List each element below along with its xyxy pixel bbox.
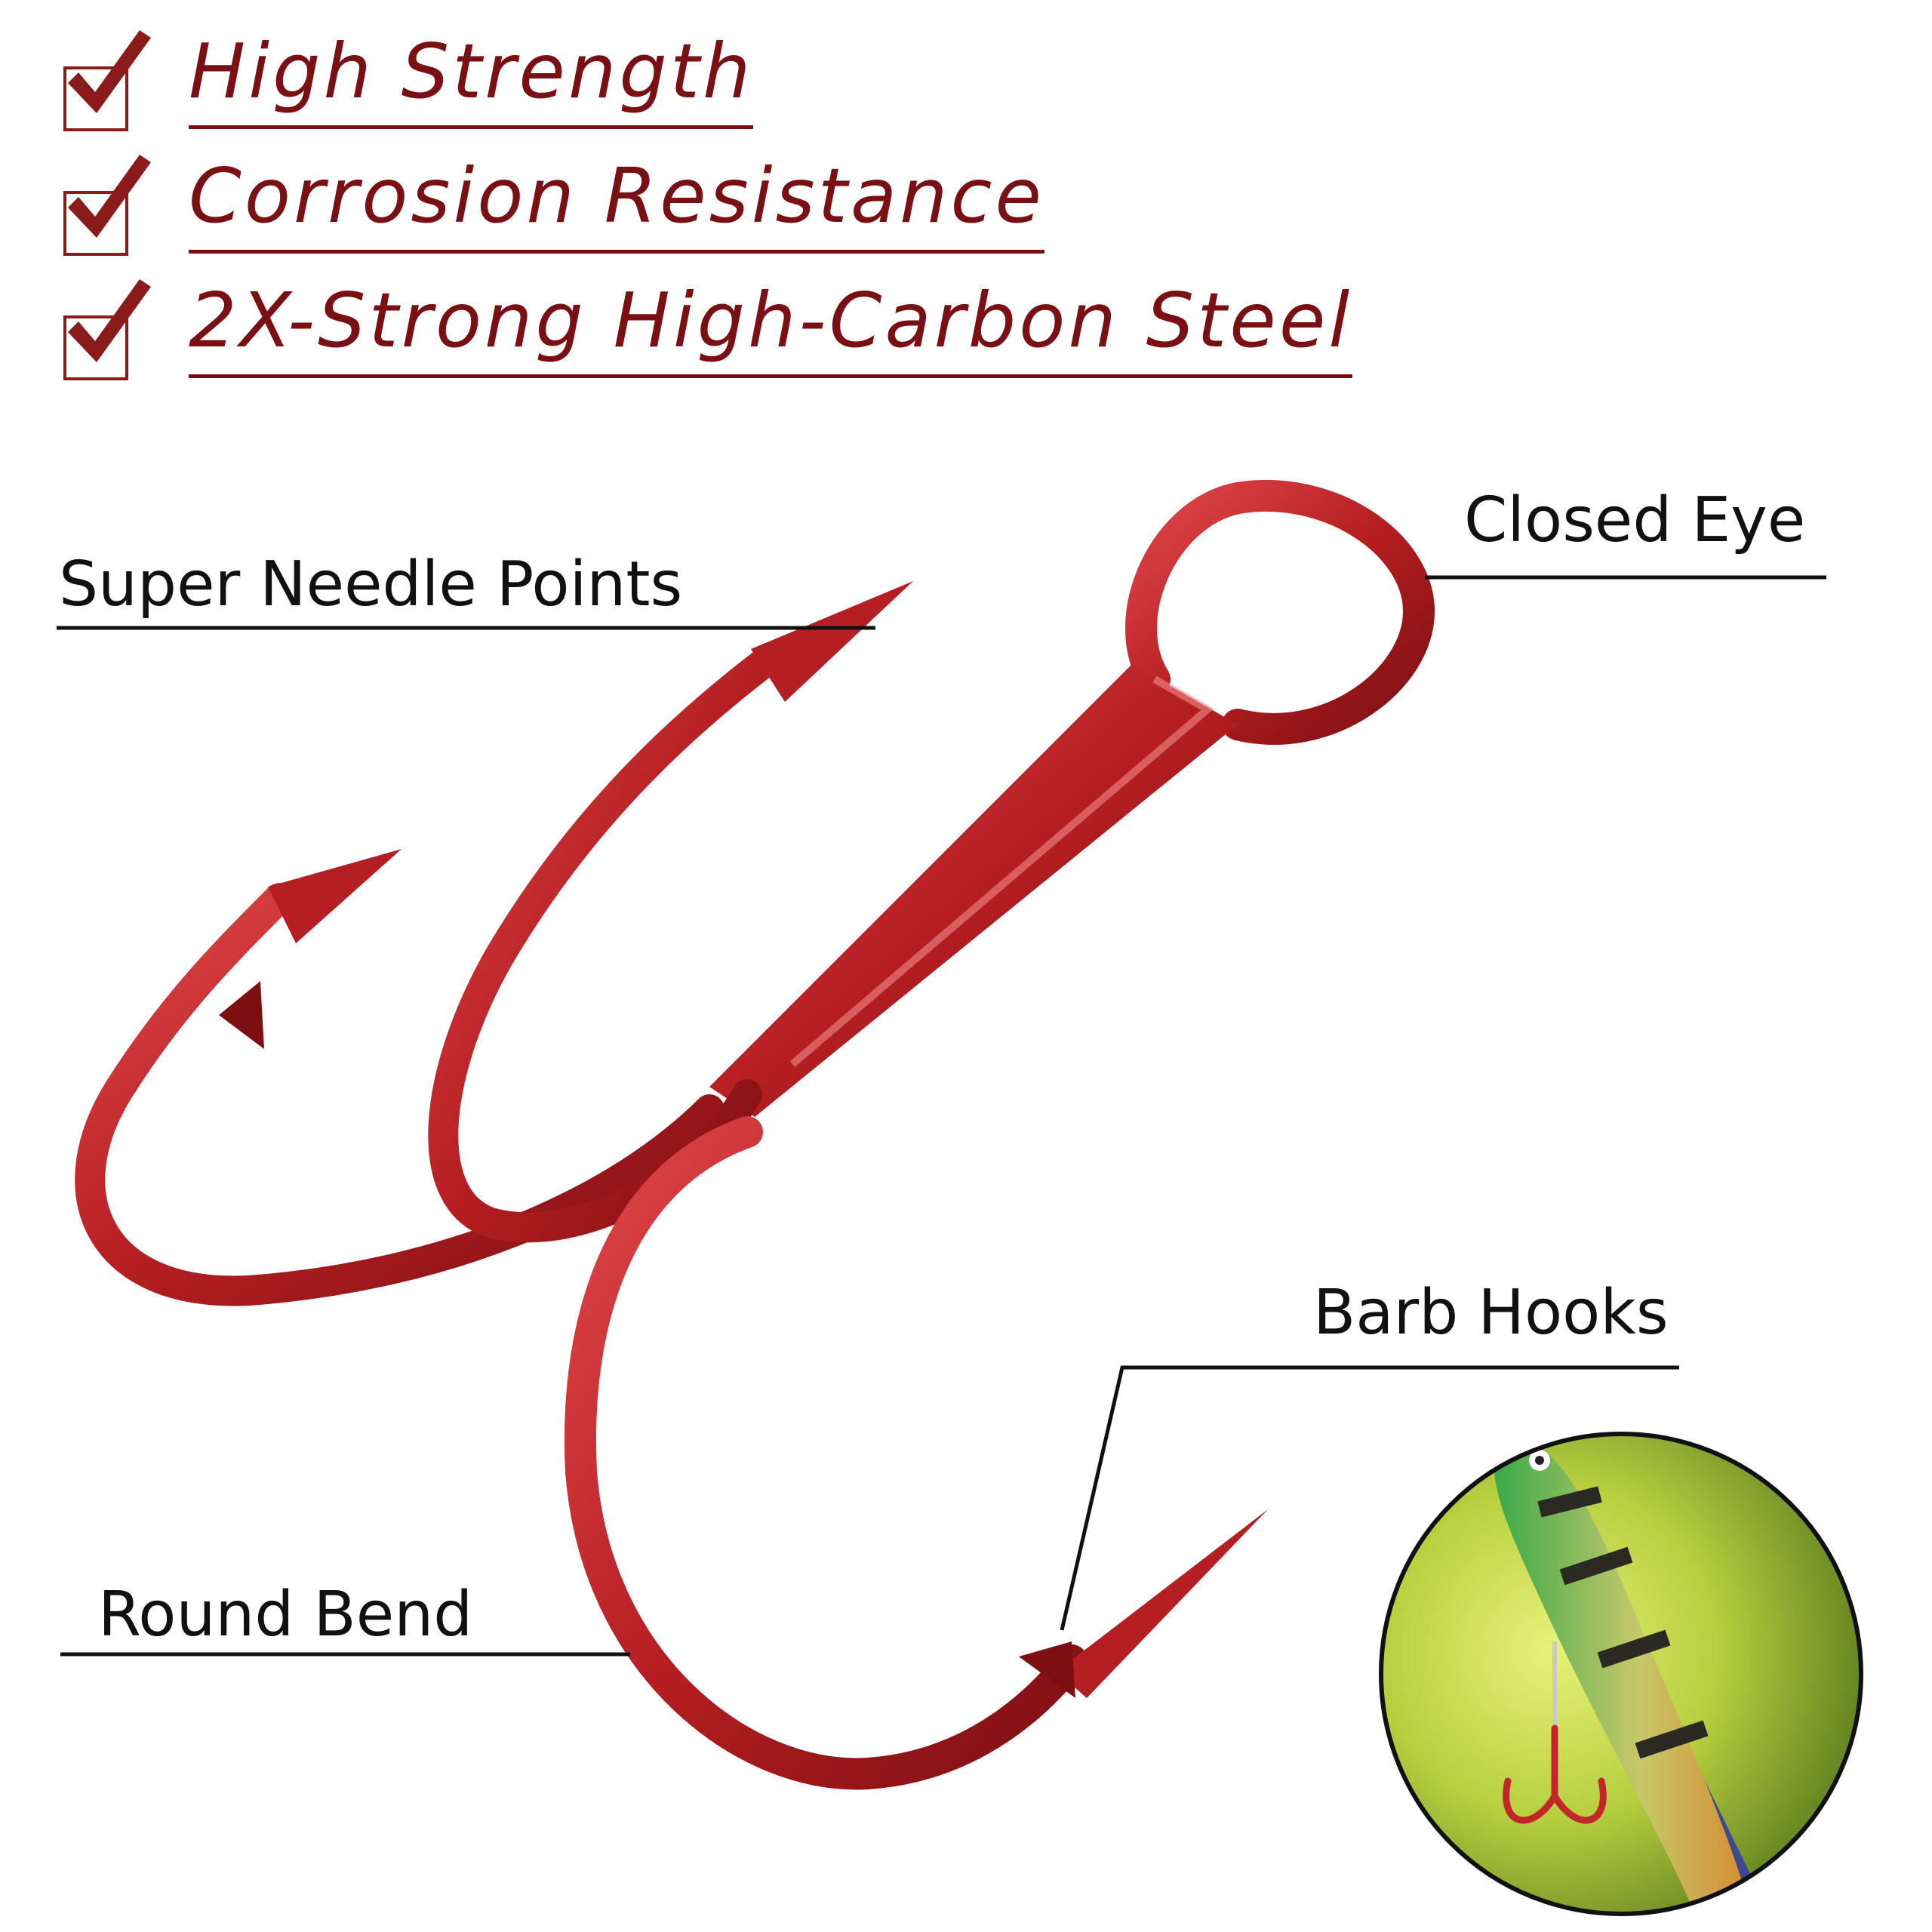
lure-inset-photo <box>1379 1432 1863 1916</box>
middle-hook-arm <box>428 581 913 1243</box>
feature-item-high-carbon-steel: 2X-Strong High-Carbon Steel <box>60 272 1570 400</box>
callout-barb-hooks: Barb Hooks <box>1313 1277 1669 1349</box>
feature-item-corrosion-resistance: Corrosion Resistance <box>60 147 1570 275</box>
callout-closed-eye: Closed Eye <box>1464 485 1806 556</box>
feature-label: Corrosion Resistance <box>189 147 1045 254</box>
callout-needle-points: Super Needle Points <box>59 549 683 620</box>
checkbox-check-icon <box>68 155 151 238</box>
checkbox-check-icon <box>68 279 151 362</box>
barb-hooks-leader <box>1060 1365 1679 1631</box>
callout-round-bend: Round Bend <box>98 1579 473 1651</box>
callout-leader-lines <box>57 575 1826 1657</box>
front-hook-arm <box>564 1116 1268 1790</box>
checkbox-frame <box>63 66 128 131</box>
hook-shank <box>709 664 1238 1117</box>
feature-label: 2X-Strong High-Carbon Steel <box>189 272 1353 378</box>
closed-eye-loop <box>1125 479 1435 745</box>
checkbox-frame <box>63 315 128 380</box>
feature-label: High Strength <box>189 23 754 129</box>
feature-item-high-strength: High Strength <box>60 23 1570 151</box>
checkbox-frame <box>63 191 128 256</box>
checkbox-check-icon <box>68 30 151 113</box>
